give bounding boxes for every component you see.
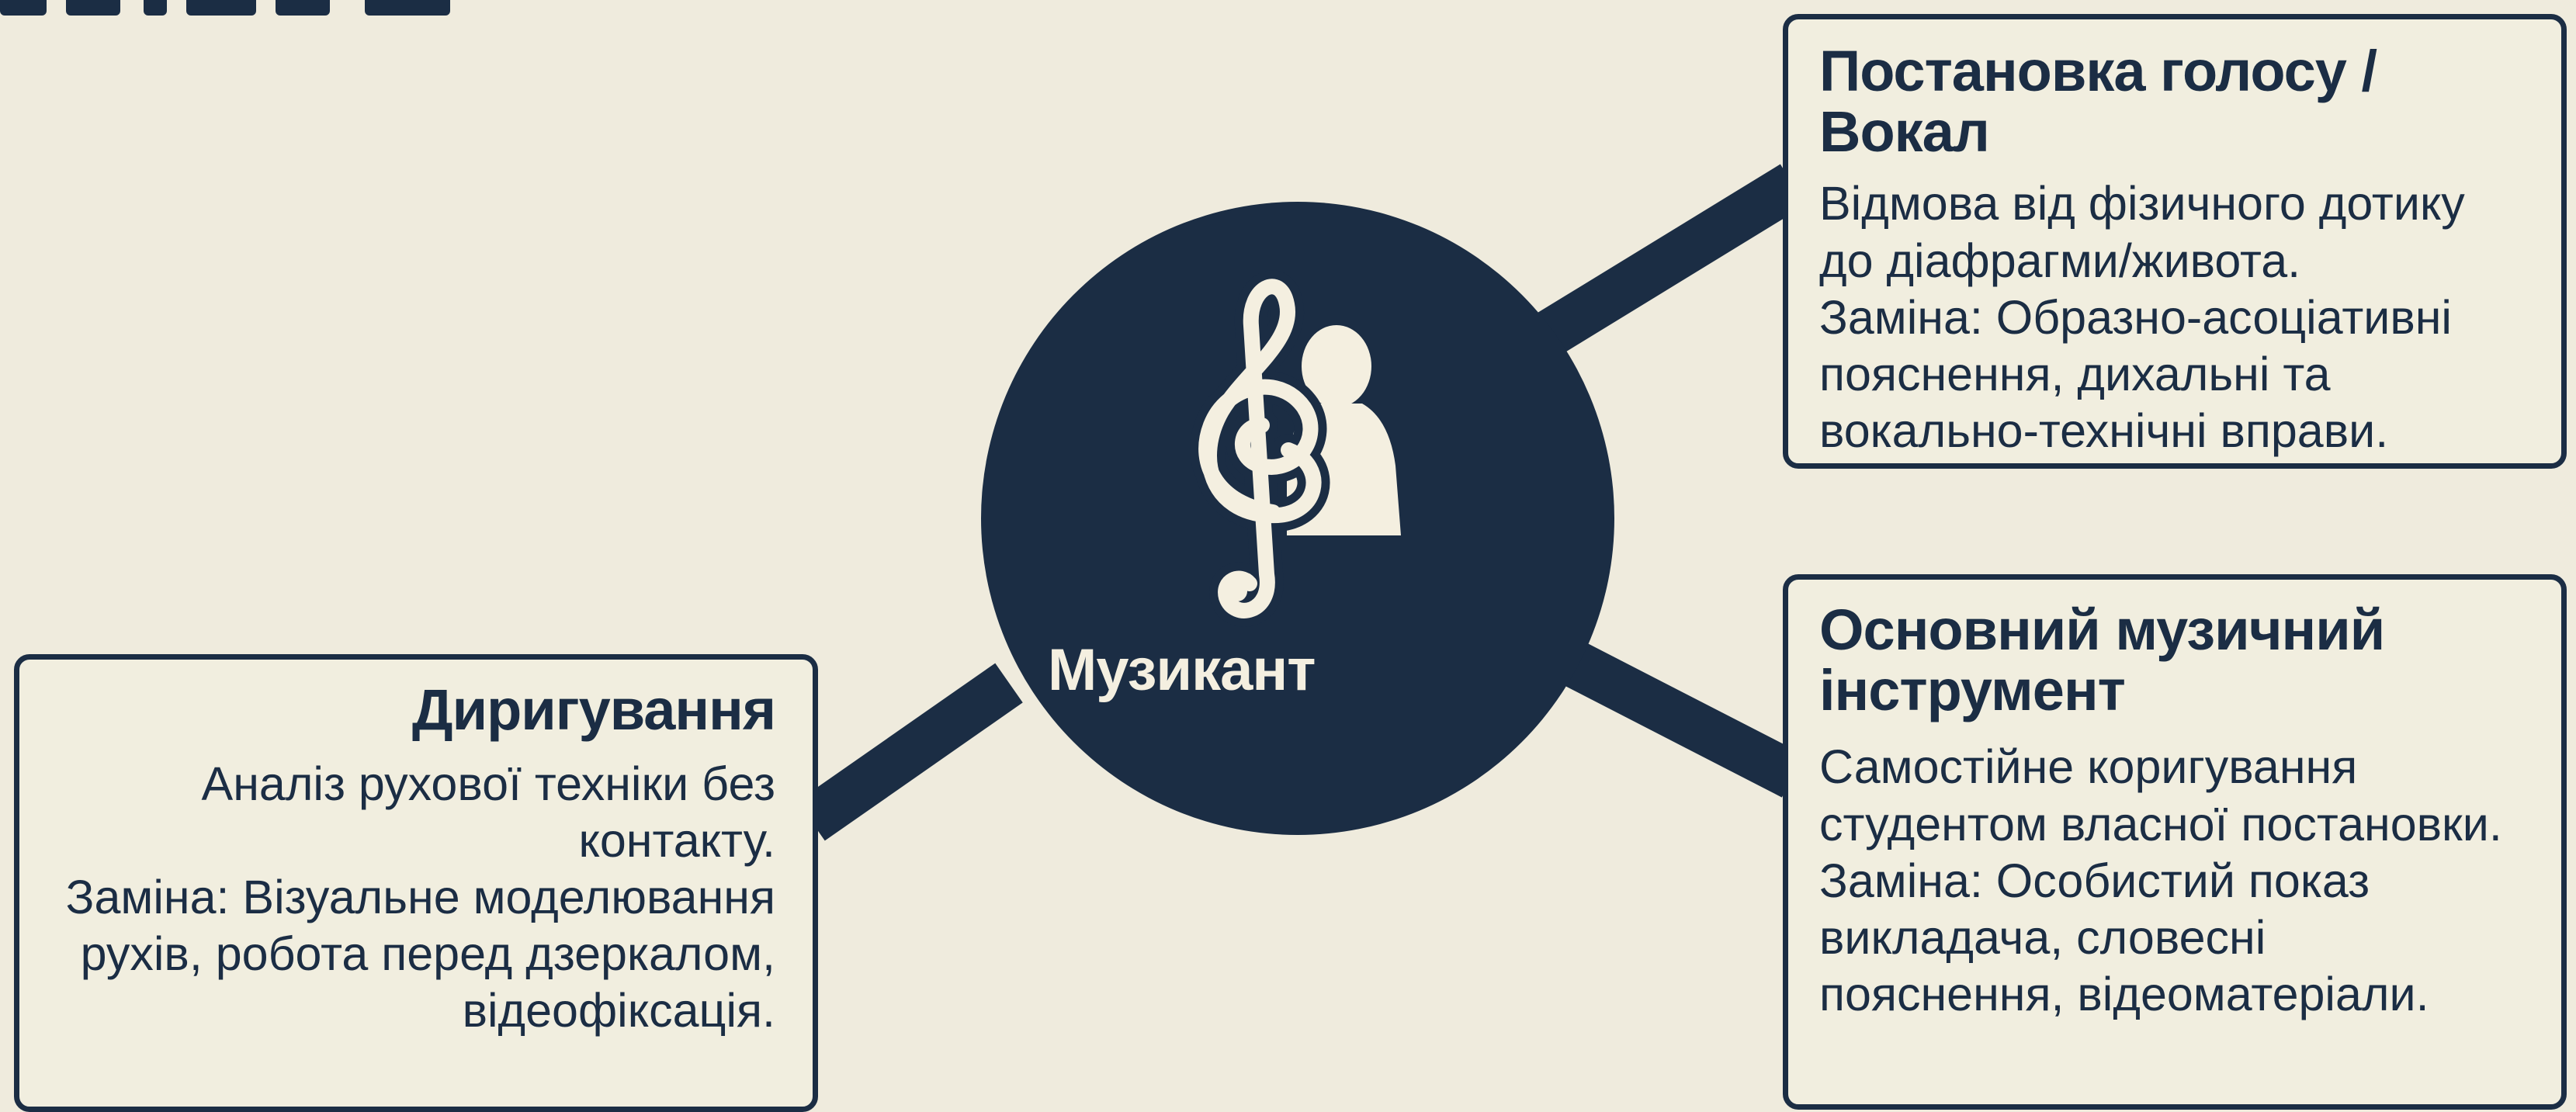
card-conducting-title: Диригування bbox=[411, 677, 776, 742]
card-instrument-body: Самостійне коригування студентом власної… bbox=[1819, 740, 2502, 1021]
card-voice: Постановка голосу / Вокал Відмова від фі… bbox=[1783, 14, 2567, 469]
card-conducting: Диригування Аналіз рухової техніки без к… bbox=[14, 654, 818, 1112]
card-instrument-title: Основний музичний інструмент bbox=[1819, 598, 2385, 722]
card-conducting-body: Аналіз рухової техніки без контакту. Зам… bbox=[65, 757, 775, 1038]
connector-conducting bbox=[797, 663, 1023, 841]
connector-voice bbox=[1524, 164, 1806, 362]
treble-clef-icon bbox=[1190, 270, 1330, 627]
hub-label: Музикант bbox=[1048, 637, 1316, 703]
cropped-heading-fragment bbox=[0, 0, 543, 16]
card-instrument: Основний музичний інструмент Самостійне … bbox=[1783, 574, 2567, 1110]
card-voice-title: Постановка голосу / Вокал bbox=[1819, 39, 2377, 164]
card-voice-body: Відмова від фізичного дотику до діафрагм… bbox=[1819, 177, 2465, 458]
